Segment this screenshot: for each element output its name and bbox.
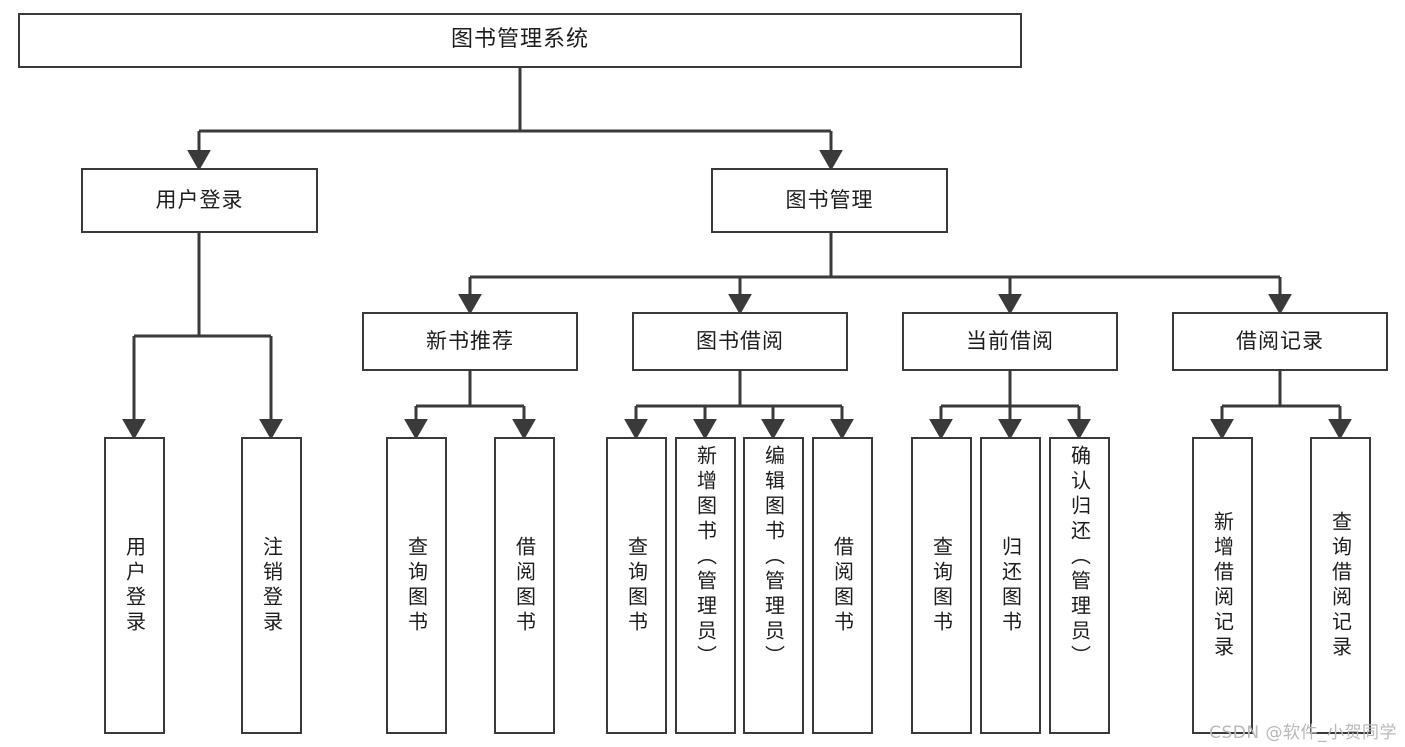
leaf-recommend-query-book[interactable]: 查询图书 bbox=[386, 437, 447, 734]
node-label: 新增图书（管理员） bbox=[693, 445, 718, 670]
leaf-recommend-borrow-book[interactable]: 借阅图书 bbox=[494, 437, 555, 734]
node-label: 用户登录 bbox=[155, 187, 244, 212]
leaf-record-add-record[interactable]: 新增借阅记录 bbox=[1192, 437, 1253, 734]
leaf-borrow-edit-book-admin[interactable]: 编辑图书（管理员） bbox=[743, 437, 804, 734]
node-label: 图书借阅 bbox=[696, 328, 784, 353]
node-label: 借阅记录 bbox=[1236, 328, 1324, 353]
node-new-book-recommend[interactable]: 新书推荐 bbox=[362, 312, 578, 371]
node-label: 图书管理系统 bbox=[450, 27, 589, 53]
node-label: 确认归还（管理员） bbox=[1067, 445, 1092, 670]
leaf-user-login[interactable]: 用户登录 bbox=[104, 437, 165, 734]
node-label: 查询图书 bbox=[929, 535, 954, 636]
node-label: 借阅图书 bbox=[512, 535, 537, 636]
node-label: 编辑图书（管理员） bbox=[761, 445, 786, 670]
node-root-system[interactable]: 图书管理系统 bbox=[18, 13, 1022, 68]
node-label: 查询借阅记录 bbox=[1328, 510, 1353, 661]
node-current-borrow[interactable]: 当前借阅 bbox=[902, 312, 1118, 371]
node-label: 归还图书 bbox=[998, 535, 1023, 636]
leaf-current-return-book[interactable]: 归还图书 bbox=[980, 437, 1041, 734]
node-book-manage[interactable]: 图书管理 bbox=[711, 168, 948, 233]
leaf-current-confirm-return-admin[interactable]: 确认归还（管理员） bbox=[1049, 437, 1110, 734]
leaf-current-query-book[interactable]: 查询图书 bbox=[911, 437, 972, 734]
node-label: 查询图书 bbox=[404, 535, 429, 636]
node-borrow-record[interactable]: 借阅记录 bbox=[1172, 312, 1388, 371]
node-label: 图书管理 bbox=[785, 187, 874, 212]
node-label: 当前借阅 bbox=[966, 328, 1054, 353]
leaf-record-query-record[interactable]: 查询借阅记录 bbox=[1310, 437, 1371, 734]
csdn-watermark: CSDN @软件_小贺同学 bbox=[1209, 723, 1397, 743]
node-label: 借阅图书 bbox=[830, 535, 855, 636]
node-label: 注销登录 bbox=[259, 535, 284, 636]
leaf-borrow-borrow-book[interactable]: 借阅图书 bbox=[812, 437, 873, 734]
node-label: 新书推荐 bbox=[426, 328, 514, 353]
node-label: 查询图书 bbox=[624, 535, 649, 636]
leaf-logout[interactable]: 注销登录 bbox=[241, 437, 302, 734]
leaf-borrow-query-book[interactable]: 查询图书 bbox=[606, 437, 667, 734]
leaf-borrow-add-book-admin[interactable]: 新增图书（管理员） bbox=[675, 437, 736, 734]
node-label: 用户登录 bbox=[122, 535, 147, 636]
node-label: 新增借阅记录 bbox=[1210, 510, 1235, 661]
node-user-login[interactable]: 用户登录 bbox=[81, 168, 318, 233]
node-book-borrow[interactable]: 图书借阅 bbox=[632, 312, 848, 371]
